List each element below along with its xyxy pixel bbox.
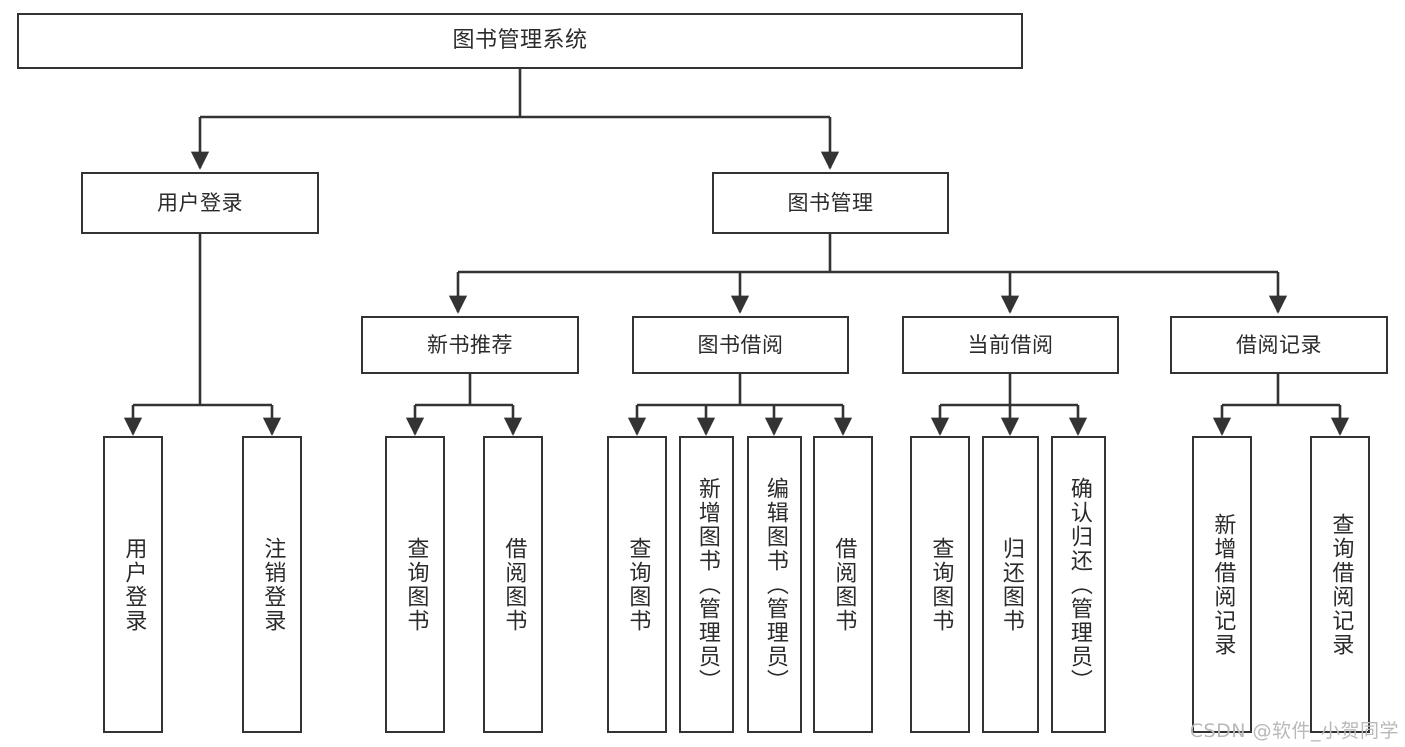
node-user-login[interactable]: 用户登录 <box>81 172 319 234</box>
node-leaf-edit-book[interactable]: 编辑图书（管理员） <box>747 436 802 733</box>
csdn-watermark: CSDN @软件_小贺同学 <box>1189 720 1399 742</box>
node-borrow-record-label: 借阅记录 <box>1236 332 1322 357</box>
node-leaf-borrow-book-2[interactable]: 借阅图书 <box>813 436 873 733</box>
node-leaf-return-book[interactable]: 归还图书 <box>982 436 1039 733</box>
node-leaf-user-login[interactable]: 用户登录 <box>103 436 163 733</box>
node-borrow-record[interactable]: 借阅记录 <box>1170 316 1388 374</box>
node-leaf-return-book-label: 归还图书 <box>998 536 1024 633</box>
node-current-borrow[interactable]: 当前借阅 <box>902 316 1119 374</box>
node-leaf-borrow-book-1-label: 借阅图书 <box>501 536 527 633</box>
node-leaf-user-logout[interactable]: 注销登录 <box>242 436 302 733</box>
node-leaf-borrow-book-1[interactable]: 借阅图书 <box>483 436 543 733</box>
node-leaf-query-book-2[interactable]: 查询图书 <box>607 436 667 733</box>
node-leaf-query-book-2-label: 查询图书 <box>625 536 651 633</box>
node-user-login-label: 用户登录 <box>157 190 243 215</box>
node-leaf-query-record-label: 查询借阅记录 <box>1328 512 1354 657</box>
node-leaf-query-book-3[interactable]: 查询图书 <box>910 436 970 733</box>
node-leaf-query-record[interactable]: 查询借阅记录 <box>1310 436 1370 733</box>
node-leaf-user-logout-label: 注销登录 <box>260 536 286 633</box>
node-leaf-add-book-label: 新增图书（管理员） <box>694 476 720 693</box>
node-new-book-rec[interactable]: 新书推荐 <box>361 316 579 374</box>
node-book-borrow-label: 图书借阅 <box>697 332 784 357</box>
node-leaf-edit-book-label: 编辑图书（管理员） <box>762 476 788 693</box>
node-leaf-confirm-return-label: 确认归还（管理员） <box>1066 476 1092 693</box>
node-root-label: 图书管理系统 <box>452 28 588 54</box>
node-book-manage-label: 图书管理 <box>787 190 874 215</box>
node-current-borrow-label: 当前借阅 <box>967 332 1054 357</box>
node-leaf-query-book-3-label: 查询图书 <box>928 536 954 633</box>
node-book-manage[interactable]: 图书管理 <box>712 172 949 234</box>
node-leaf-add-record-label: 新增借阅记录 <box>1210 512 1236 657</box>
node-leaf-borrow-book-2-label: 借阅图书 <box>831 536 857 633</box>
node-leaf-add-book[interactable]: 新增图书（管理员） <box>679 436 734 733</box>
node-leaf-query-book-1[interactable]: 查询图书 <box>385 436 445 733</box>
node-book-borrow[interactable]: 图书借阅 <box>632 316 849 374</box>
node-root[interactable]: 图书管理系统 <box>17 13 1023 69</box>
node-new-book-rec-label: 新书推荐 <box>427 332 513 357</box>
node-leaf-add-record[interactable]: 新增借阅记录 <box>1192 436 1252 733</box>
node-leaf-confirm-return[interactable]: 确认归还（管理员） <box>1051 436 1106 733</box>
node-leaf-query-book-1-label: 查询图书 <box>403 536 429 633</box>
node-leaf-user-login-label: 用户登录 <box>121 536 147 633</box>
